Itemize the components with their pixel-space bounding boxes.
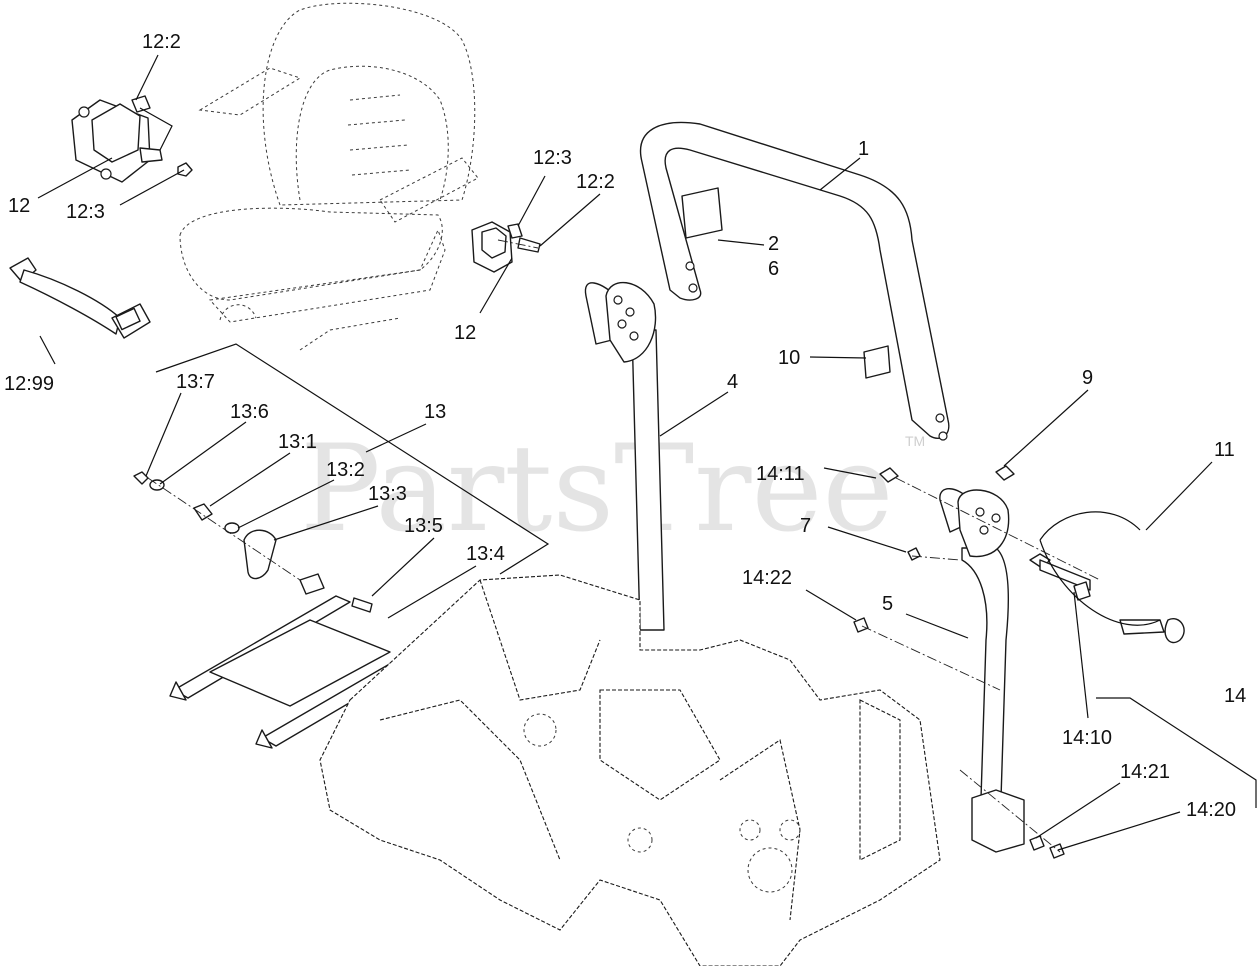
callout-13-7: 13:7: [176, 371, 215, 393]
callout-13-1: 13:1: [278, 431, 317, 453]
callout-13-5: 13:5: [404, 515, 443, 537]
callout-4: 4: [727, 371, 738, 393]
callout-2: 2: [768, 233, 779, 255]
callout-14-21: 14:21: [1120, 761, 1170, 783]
chassis-phantom: [319, 574, 941, 966]
callout-12-2-left: 12:2: [142, 31, 181, 53]
seat-belt: [9, 257, 151, 339]
callout-7: 7: [800, 515, 811, 537]
callout-13-3: 13:3: [368, 483, 407, 505]
watermark-text: PartsTree: [300, 420, 894, 559]
right-hardware: [853, 465, 1185, 859]
callout-labels: 12:2 12 12:3 12:99 12:3 12:2 12 1 2 6 10…: [4, 31, 1246, 821]
callout-13-4: 13:4: [466, 543, 505, 565]
group-brackets: [155, 343, 1257, 808]
callout-12-3-right: 12:3: [533, 147, 572, 169]
callout-14-22: 14:22: [742, 567, 792, 589]
callout-11: 11: [1214, 439, 1235, 461]
callout-13-6: 13:6: [230, 401, 269, 423]
callout-13-2: 13:2: [326, 459, 365, 481]
seat-switch-left: [71, 95, 193, 183]
roll-bar: [639, 121, 950, 441]
callout-9: 9: [1082, 367, 1093, 389]
callout-13: 13: [424, 401, 446, 423]
seat-phantom: [179, 2, 479, 351]
callout-12-right: 12: [454, 322, 476, 344]
seat-switch-right: [471, 221, 541, 273]
watermark-trademark: TM: [905, 433, 925, 449]
callout-5: 5: [882, 593, 893, 615]
callout-12-3-left: 12:3: [66, 201, 105, 223]
callout-14-10: 14:10: [1062, 727, 1112, 749]
callout-10: 10: [778, 347, 800, 369]
assembly-centerlines: [147, 239, 1101, 853]
leader-lines: [37, 54, 1213, 851]
callout-12-99: 12:99: [4, 373, 54, 395]
callout-12-left: 12: [8, 195, 30, 217]
callout-1: 1: [858, 138, 869, 160]
callout-14-20: 14:20: [1186, 799, 1236, 821]
right-upright: [939, 488, 1025, 853]
callout-12-2-right: 12:2: [576, 171, 615, 193]
callout-14-11: 14:11: [756, 463, 805, 485]
callout-6: 6: [768, 258, 779, 280]
left-upright: [584, 281, 665, 631]
callout-14: 14: [1224, 685, 1246, 707]
latch-parts: [133, 471, 373, 613]
